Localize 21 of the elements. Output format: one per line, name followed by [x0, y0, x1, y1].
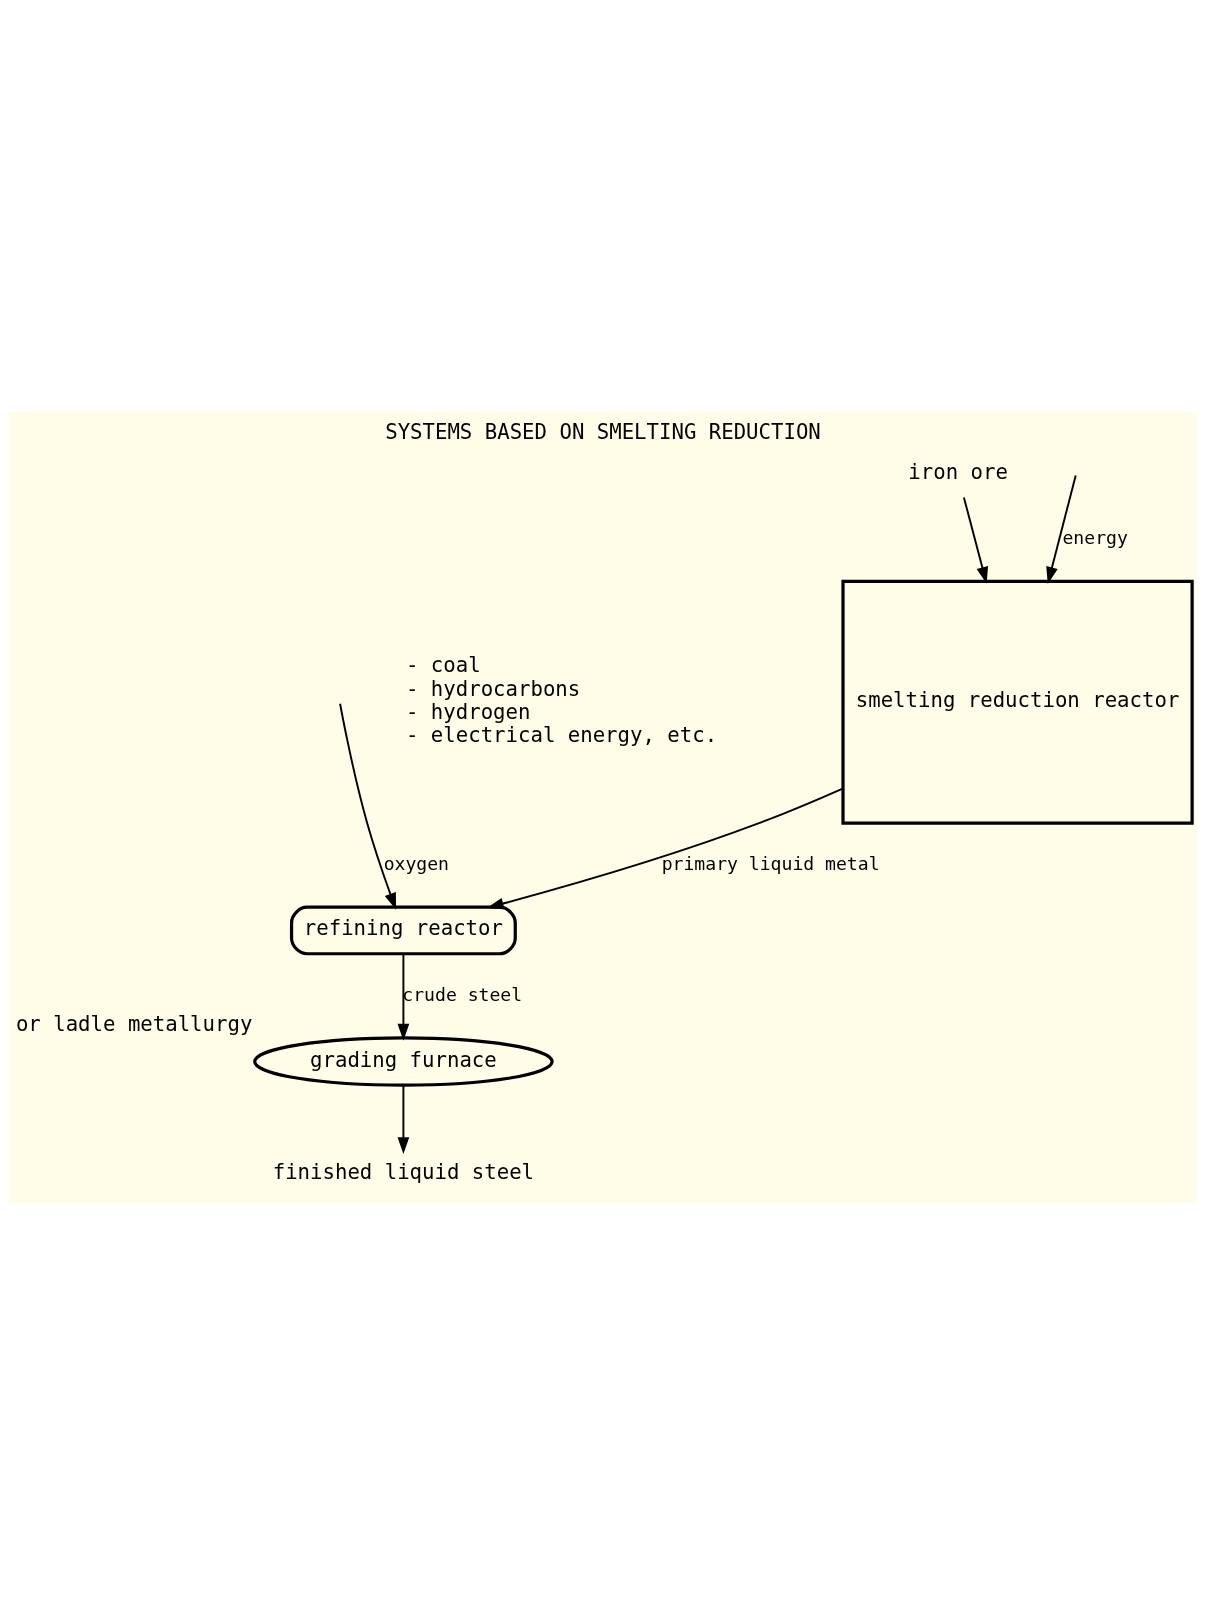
- arrow: [339, 702, 397, 910]
- node-label: or ladle metallurgy: [15, 1011, 253, 1036]
- edge-label: primary liquid metal: [661, 852, 880, 874]
- label: - coal: [405, 652, 481, 677]
- diagram-title: SYSTEMS BASED ON SMELTING REDUCTION: [385, 419, 821, 444]
- edge-label: energy: [1062, 526, 1128, 548]
- arrow: [397, 952, 410, 1041]
- node-box: refining reactor: [289, 905, 517, 955]
- node-text: iron ore: [908, 459, 1008, 484]
- node-ellipse: grading furnace: [253, 1035, 554, 1087]
- edge-label: crude steel: [402, 983, 523, 1005]
- node-box: smelting reduction reactor: [841, 579, 1194, 825]
- arrow: [1046, 474, 1077, 584]
- arrow: [397, 1084, 410, 1154]
- node-text: finished liquid steel: [272, 1159, 535, 1184]
- label: - hydrogen: [405, 699, 531, 724]
- arrow: [962, 495, 989, 584]
- arrow: [486, 787, 844, 909]
- label: - electrical energy, etc.: [405, 722, 718, 747]
- label: - hydrocarbons: [405, 676, 581, 701]
- edge-label: oxygen: [383, 852, 450, 874]
